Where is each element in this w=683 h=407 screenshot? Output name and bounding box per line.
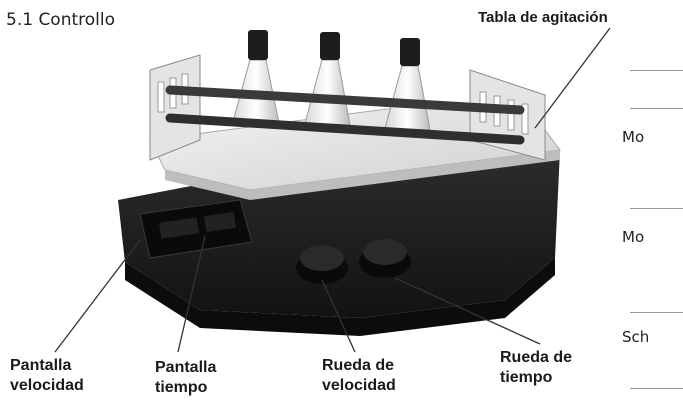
callout-line: velocidad bbox=[10, 377, 84, 394]
table-rule bbox=[630, 108, 683, 109]
flask bbox=[231, 30, 281, 129]
flask bbox=[384, 38, 431, 131]
speed-display-screen bbox=[159, 217, 199, 239]
table-rule bbox=[630, 388, 683, 389]
time-knob[interactable] bbox=[359, 239, 411, 278]
time-display-screen bbox=[204, 211, 236, 233]
callout-line: tiempo bbox=[155, 379, 208, 396]
callout-shaking-table: Tabla de agitación bbox=[478, 9, 608, 26]
callout-speed-knob: Rueda de velocidad bbox=[322, 356, 396, 396]
roller-bar bbox=[165, 113, 525, 145]
table-rule bbox=[630, 70, 683, 71]
callout-line: Pantalla bbox=[155, 359, 217, 376]
table-rule bbox=[630, 312, 683, 313]
callout-line: Pantalla bbox=[10, 357, 72, 374]
callout-speed-display: Pantalla velocidad bbox=[10, 356, 84, 396]
section-heading: 5.1 Controllo bbox=[6, 10, 116, 30]
roller-bar bbox=[165, 85, 525, 115]
callout-line: velocidad bbox=[322, 377, 396, 394]
flask bbox=[304, 32, 351, 126]
display-panel bbox=[139, 199, 253, 259]
table-cell-text: Mo bbox=[622, 228, 645, 246]
callout-line: Rueda de bbox=[500, 349, 573, 366]
callout-time-display: Pantalla tiempo bbox=[155, 358, 216, 398]
table-cell-text: Sch bbox=[622, 328, 650, 346]
callout-line: tiempo bbox=[500, 369, 553, 386]
callout-line: Rueda de bbox=[322, 357, 395, 374]
callout-time-knob: Rueda de tiempo bbox=[500, 348, 572, 388]
leader-lines bbox=[54, 27, 611, 353]
table-cell-text: Mo bbox=[622, 128, 645, 146]
speed-knob[interactable] bbox=[296, 245, 348, 284]
table-rule bbox=[630, 208, 683, 209]
